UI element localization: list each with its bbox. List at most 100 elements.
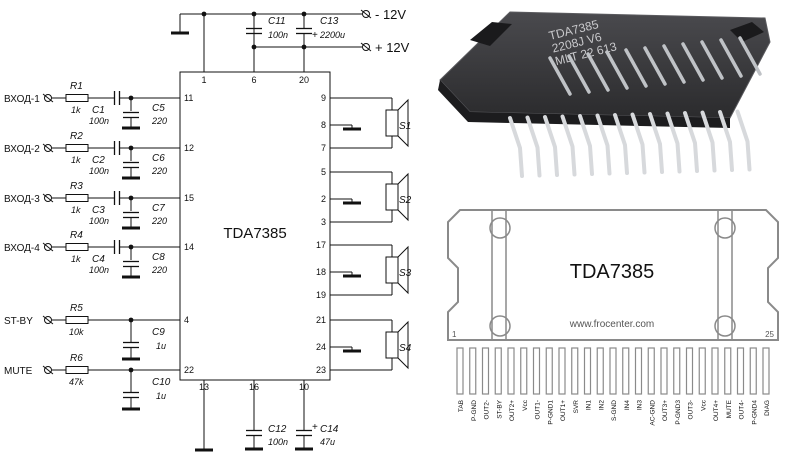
- pinout-pin-leg: [685, 347, 694, 395]
- cap-ref: C2: [92, 155, 105, 166]
- cap-ref: C4: [92, 254, 105, 265]
- ic-pin-number: 4: [184, 315, 189, 325]
- pinout-pin-leg: [762, 347, 770, 395]
- speaker-label: S1: [399, 121, 411, 132]
- mount-hole-arc: [714, 217, 736, 229]
- cap-ref: C5: [152, 103, 165, 114]
- mount-hole-arc: [489, 315, 511, 327]
- cap-value: 220: [151, 116, 167, 126]
- resistor-value: 10k: [69, 327, 84, 337]
- supply-pos-label: + 12V: [375, 40, 410, 55]
- resistor: [65, 243, 89, 251]
- chip-pin: [700, 40, 724, 80]
- ic-pin-number: 18: [316, 267, 326, 277]
- cap-value: 100n: [268, 437, 288, 447]
- cap-ref: C12: [268, 424, 287, 435]
- chip-pin: [665, 111, 682, 174]
- ic-pin-number: 7: [321, 143, 326, 153]
- resistor-ref: R1: [70, 81, 83, 92]
- pinout-pin-leg: [647, 347, 655, 395]
- chip-pin: [738, 36, 762, 76]
- junction-dot: [301, 11, 307, 17]
- chip-pin: [560, 114, 577, 177]
- pinout-website: www.frocenter.com: [569, 319, 654, 330]
- pinout-ic-label: TDA7385: [570, 261, 655, 283]
- ic-pin-number: 24: [316, 342, 326, 352]
- ic-pin-number: 2: [321, 194, 326, 204]
- cap-value: 1u: [156, 391, 166, 401]
- pinout-pin-leg: [724, 347, 732, 395]
- terminal-slash: [42, 143, 54, 153]
- ic-pin-number: 21: [316, 315, 326, 325]
- mount-hole-arc: [489, 325, 511, 337]
- chip-pin: [700, 110, 717, 173]
- control-label: MUTE: [4, 366, 33, 377]
- pinout-pin-label: Vcc: [700, 399, 707, 411]
- input-label: ВХОД-3: [4, 194, 40, 205]
- cap-polarity: +: [312, 422, 318, 433]
- resistor-ref: R5: [70, 303, 83, 314]
- resistor-value: 1k: [71, 205, 81, 215]
- mount-notch: [470, 22, 512, 46]
- resistor: [65, 144, 89, 152]
- chip-pin: [543, 115, 559, 177]
- resistor-ref: R2: [70, 131, 83, 142]
- mount-notch: [730, 22, 764, 42]
- control-label: ST-BY: [4, 316, 33, 327]
- speaker-magnet: [385, 256, 399, 284]
- ic-body: [179, 71, 331, 381]
- resistor: [65, 194, 89, 202]
- pinout-pin-leg: [673, 347, 681, 395]
- pinout-pin-leg: [583, 347, 592, 395]
- pinout-pin-label: OUT3+: [662, 400, 669, 421]
- pinout-pin-label: P-GND3: [675, 400, 682, 425]
- ic-pin-number: 20: [299, 75, 309, 85]
- chip-pin: [624, 48, 648, 88]
- cap-value: 220: [151, 265, 167, 275]
- speaker-cone: [397, 245, 409, 295]
- cap-polarity: +: [312, 30, 318, 41]
- ic-pin-number: 9: [321, 93, 326, 103]
- chip-pin: [525, 115, 542, 178]
- pinout-pin-leg: [711, 347, 719, 395]
- speaker-label: S3: [399, 268, 412, 279]
- chip-pin: [718, 110, 734, 172]
- ic-pin-number: 3: [321, 217, 326, 227]
- chip-pin: [719, 38, 743, 78]
- cap-value: 220: [151, 166, 167, 176]
- pinout-pin-leg: [749, 347, 757, 395]
- cap-value: 2200u: [319, 30, 345, 40]
- mount-hole-arc: [714, 227, 736, 239]
- cap-ref: C8: [152, 252, 165, 263]
- terminal-slash: [42, 193, 54, 203]
- terminal-slash: [42, 93, 54, 103]
- terminal-slash: [360, 42, 372, 52]
- junction-dot: [251, 11, 257, 17]
- pinout-pin-leg: [558, 347, 566, 395]
- resistor: [65, 94, 89, 102]
- ic-label: TDA7385: [223, 225, 286, 242]
- resistor-value: 1k: [71, 155, 81, 165]
- junction-dot: [301, 44, 307, 50]
- pinout-pin-leg: [532, 347, 541, 395]
- speaker-cone: [397, 172, 409, 222]
- pinout-pin-leg: [481, 347, 490, 395]
- pinout-pin-leg: [545, 347, 553, 395]
- resistor: [65, 366, 89, 374]
- cap-ref: C9: [152, 327, 165, 338]
- cap-ref: C11: [268, 16, 286, 27]
- chip-pin: [683, 111, 699, 173]
- terminal-slash: [42, 315, 54, 325]
- supply-neg-label: - 12V: [375, 7, 406, 22]
- chip-pin: [735, 109, 752, 172]
- ic-pin-number: 11: [184, 93, 193, 103]
- cap-value: 100n: [89, 116, 109, 126]
- pinout-pin-label: SVR: [573, 400, 580, 414]
- pinout-pin-leg: [609, 347, 617, 395]
- resistor-value: 1k: [71, 254, 81, 264]
- resistor-value: 1k: [71, 105, 81, 115]
- speaker-cone: [397, 320, 409, 370]
- cap-value: 100n: [89, 216, 109, 226]
- pinout-pin-label: AC-GND: [649, 400, 656, 426]
- resistor: [65, 316, 89, 324]
